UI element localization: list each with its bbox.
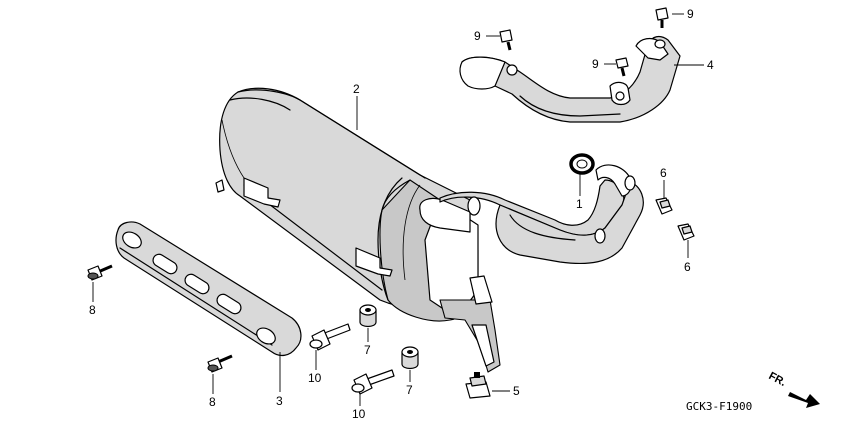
collar-7-lower[interactable]: [401, 346, 419, 370]
pipe-protector[interactable]: [459, 35, 681, 123]
callout-7-lower: 7: [406, 383, 413, 397]
leader-lines: [92, 13, 704, 406]
bolt-9-top[interactable]: [655, 7, 669, 28]
callout-10-upper: 10: [308, 371, 322, 385]
muffler[interactable]: [215, 87, 501, 373]
collar-7-upper[interactable]: [359, 304, 377, 328]
callout-4: 4: [707, 58, 714, 72]
callout-3: 3: [276, 394, 283, 408]
callout-9-top: 9: [687, 7, 694, 21]
diagram-code: GCK3-F1900: [686, 400, 752, 413]
exhaust-pipe[interactable]: [439, 164, 644, 265]
nut-6-upper[interactable]: [655, 197, 673, 215]
callout-6-upper: 6: [660, 166, 667, 180]
bolt-10-lower[interactable]: [351, 369, 395, 395]
callout-10-lower: 10: [352, 407, 366, 421]
callout-7-upper: 7: [364, 343, 371, 357]
bolt-8-upper[interactable]: [87, 264, 113, 281]
gasket[interactable]: [569, 153, 595, 175]
front-arrow-icon: [788, 392, 820, 408]
callout-1: 1: [576, 197, 583, 211]
callout-9-right: 9: [592, 57, 599, 71]
callout-8-upper: 8: [89, 303, 96, 317]
front-direction-indicator: FR.: [767, 370, 820, 408]
callout-8-lower: 8: [209, 395, 216, 409]
bolt-9-right[interactable]: [615, 57, 629, 77]
nut-6-lower[interactable]: [677, 223, 695, 241]
bolt-10-upper[interactable]: [309, 323, 351, 351]
front-direction-label: FR.: [767, 370, 788, 389]
callout-5: 5: [513, 384, 520, 398]
bolt-8-lower[interactable]: [207, 354, 233, 373]
callout-6-lower: 6: [684, 260, 691, 274]
bolt-9-left[interactable]: [499, 29, 513, 51]
muffler-bracket-plate[interactable]: [115, 221, 302, 357]
callout-9-left: 9: [474, 29, 481, 43]
part-5-component[interactable]: [465, 372, 491, 399]
callout-2: 2: [353, 82, 360, 96]
